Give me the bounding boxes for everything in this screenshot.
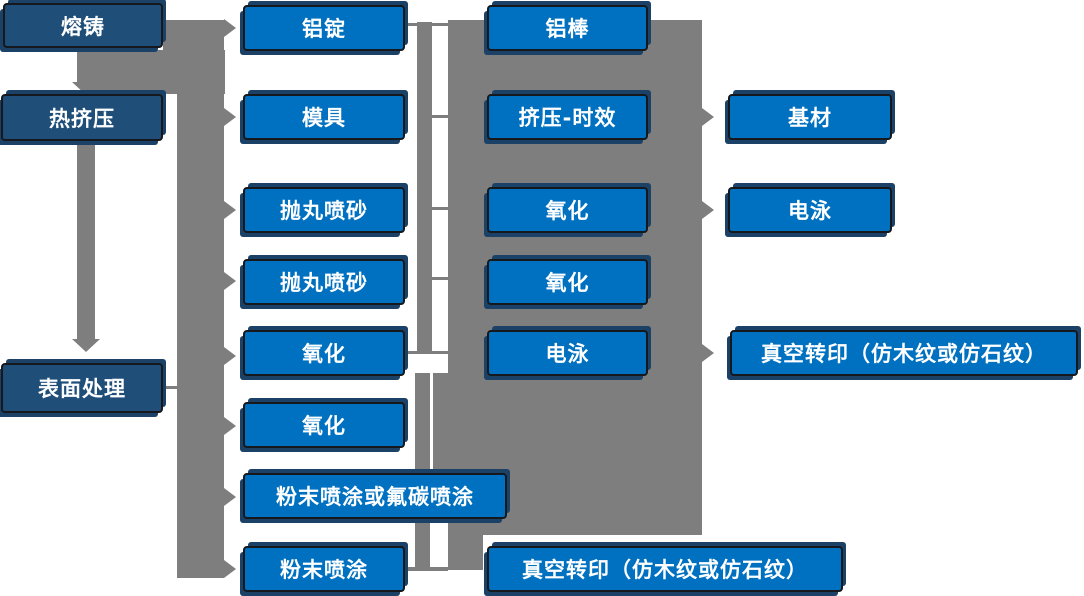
connector-down-strip-1: [77, 50, 95, 82]
node-label: 挤压-时效: [518, 106, 617, 130]
connector-tick-row8: [405, 567, 448, 571]
node-label: 抛丸喷砂: [280, 199, 368, 223]
arrow-right-icon: [702, 108, 714, 126]
node-label: 氧化: [545, 199, 590, 223]
node-surface-treatment: 表面处理: [1, 363, 163, 413]
node-base-material: 基材: [728, 94, 892, 140]
arrow-right-icon: [224, 417, 236, 435]
node-shot-blast-2: 抛丸喷砂: [243, 259, 405, 305]
connector-surface-stub: [163, 386, 178, 389]
arrow-right-icon: [224, 272, 236, 290]
arrow-right-icon: [224, 201, 236, 219]
arrow-right-icon: [224, 560, 236, 578]
arrow-right-icon: [702, 201, 714, 219]
arrow-right-icon: [224, 108, 236, 126]
arrow-down-icon: [72, 82, 100, 95]
connector-down-strip-2: [77, 141, 95, 339]
arrow-right-icon: [224, 19, 236, 37]
node-oxidation-3: 氧化: [487, 187, 648, 233]
node-oxidation-1: 氧化: [243, 330, 405, 376]
connector-lower-strip-a: [415, 373, 430, 571]
node-mold: 模具: [243, 94, 405, 140]
node-label: 熔铸: [61, 14, 105, 39]
connector-column2-bar: [417, 22, 432, 353]
node-label: 电泳: [788, 199, 832, 223]
node-oxidation-4: 氧化: [487, 259, 648, 305]
connector-tick-row2: [430, 115, 448, 118]
connector-tick-row5: [405, 351, 448, 354]
node-vacuum-transfer-2: 真空转印（仿木纹或仿石纹）: [730, 330, 1078, 376]
node-label: 氧化: [545, 271, 590, 295]
connector-meltcast-stub: [163, 20, 177, 50]
node-vacuum-transfer-1: 真空转印（仿木纹或仿石纹）: [487, 546, 843, 592]
node-aluminum-ingot: 铝锭: [243, 5, 405, 51]
node-label: 电泳: [545, 342, 590, 366]
connector-tick-row1: [405, 23, 448, 26]
node-label: 铝棒: [545, 17, 590, 41]
node-electrophoresis-1: 电泳: [487, 330, 648, 376]
arrow-right-icon: [702, 344, 714, 362]
node-label: 真空转印（仿木纹或仿石纹）: [761, 342, 1047, 366]
node-powder-coating: 粉末喷涂: [243, 546, 405, 592]
node-oxidation-2: 氧化: [243, 402, 405, 448]
connector-tick-row3: [430, 207, 448, 210]
node-label: 粉末喷涂或氟碳喷涂: [276, 485, 474, 509]
connector-column3-block-descender: [448, 535, 483, 570]
node-melt-cast: 熔铸: [3, 3, 163, 48]
arrow-down-icon: [72, 339, 100, 352]
connector-tick-row4: [430, 277, 448, 280]
node-label: 粉末喷涂: [280, 558, 368, 582]
arrow-right-icon: [224, 488, 236, 506]
node-label: 热挤压: [49, 106, 115, 131]
node-shot-blast-1: 抛丸喷砂: [243, 187, 405, 233]
node-label: 基材: [788, 106, 832, 130]
node-label: 氧化: [302, 414, 346, 438]
node-aluminum-rod: 铝棒: [487, 5, 648, 51]
node-powder-or-fluorocarbon-coating: 粉末喷涂或氟碳喷涂: [243, 473, 507, 519]
node-label: 铝锭: [302, 17, 346, 41]
node-label: 抛丸喷砂: [280, 271, 368, 295]
node-extrusion-aging: 挤压-时效: [487, 94, 648, 140]
node-label: 真空转印（仿木纹或仿石纹）: [522, 558, 808, 582]
node-label: 氧化: [302, 342, 346, 366]
node-hot-extrusion: 热挤压: [1, 94, 163, 141]
node-label: 模具: [302, 106, 346, 130]
arrow-right-icon: [224, 347, 236, 365]
connector-column1-bar: [177, 20, 224, 578]
node-label: 表面处理: [38, 377, 126, 401]
node-electrophoresis-2: 电泳: [728, 187, 892, 233]
